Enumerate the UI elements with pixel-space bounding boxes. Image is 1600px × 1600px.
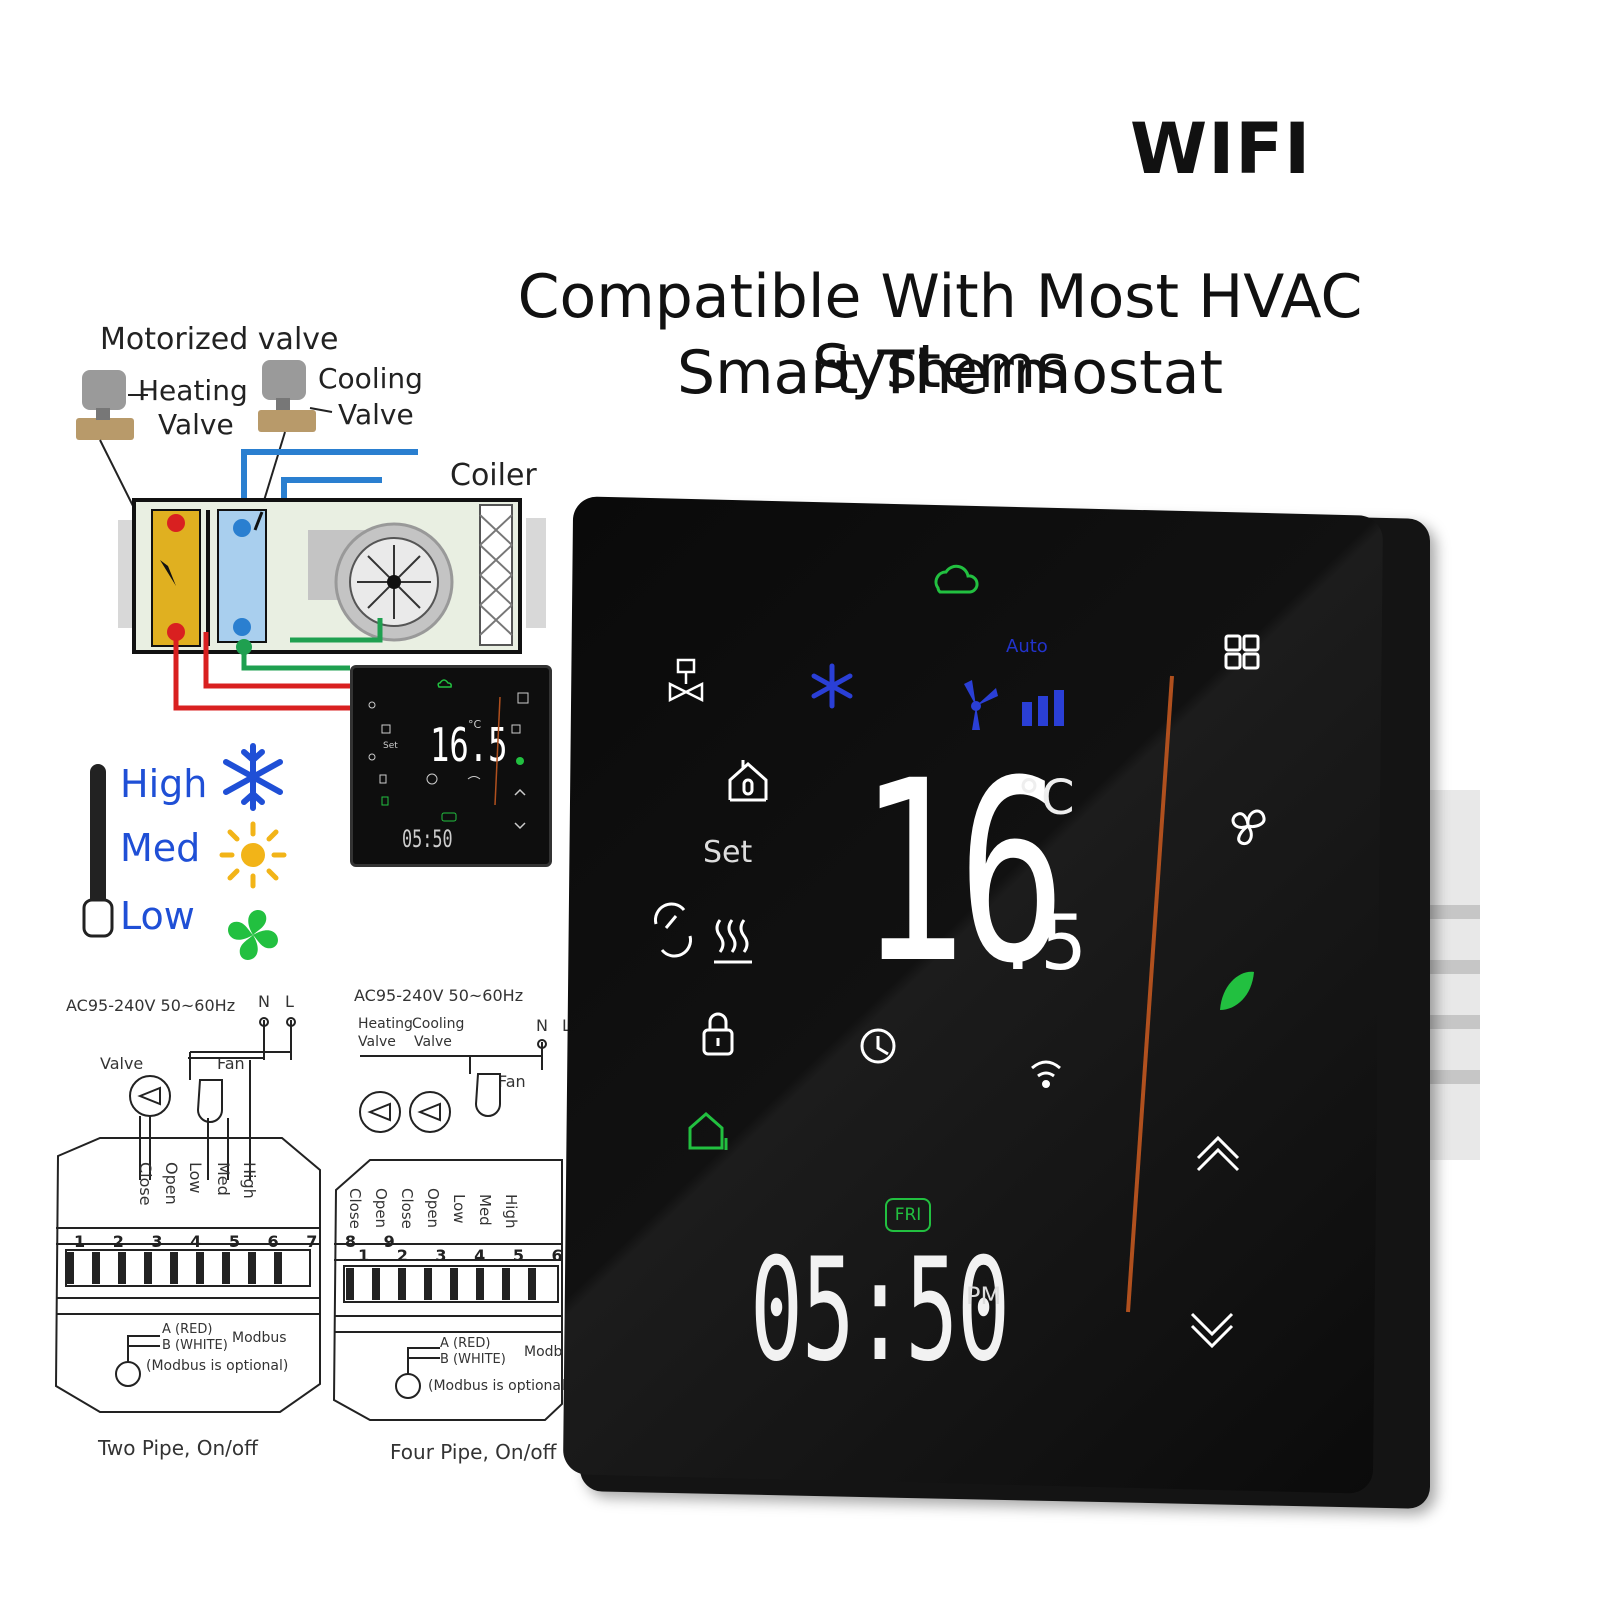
valve-icon <box>668 658 704 703</box>
heating-valve-label-1: Heating <box>138 374 248 407</box>
right-cooling-label: Cooling <box>412 1016 465 1032</box>
right-term-open-1: Open <box>372 1188 390 1229</box>
left-term-open: Open <box>162 1162 181 1205</box>
schedule-icon <box>860 1028 896 1064</box>
auto-cycle-icon <box>654 902 692 958</box>
mini-thermostat-icons <box>368 679 529 830</box>
speed-high-label: High <box>120 762 208 806</box>
temperature-unit: °C <box>1017 770 1075 826</box>
motorized-valve-label: Motorized valve <box>100 322 339 357</box>
right-power-label: AC95-240V 50~60Hz <box>354 986 524 1005</box>
right-heating-label: Heating <box>358 1016 413 1032</box>
speed-scale-icon <box>82 764 114 938</box>
right-valve-h-label: Valve <box>358 1034 396 1050</box>
room-temp-icon <box>728 760 768 802</box>
snowflake-icon <box>223 743 283 811</box>
right-optional: (Modbus is optional) <box>428 1378 571 1394</box>
right-n-label: N <box>536 1016 548 1035</box>
left-term-close: Close <box>136 1162 155 1206</box>
menu-icon <box>1224 634 1260 670</box>
day-badge: FRI <box>885 1198 931 1232</box>
heat-mode-icon <box>714 919 752 964</box>
auto-label: Auto <box>1006 636 1048 657</box>
heating-valve-icon <box>76 370 134 440</box>
right-valve-c-label: Valve <box>414 1034 452 1050</box>
right-term-high: High <box>502 1194 520 1229</box>
speed-low-label: Low <box>120 894 195 938</box>
mini-fan-icon <box>511 724 521 734</box>
home-mode-icon <box>688 1112 728 1150</box>
temp-down-icon <box>1190 1312 1234 1349</box>
right-b-white: B (WHITE) <box>440 1352 506 1367</box>
left-caption: Two Pipe, On/off <box>98 1436 258 1460</box>
right-a-red: A (RED) <box>440 1336 491 1351</box>
mini-unit: °C <box>468 718 482 731</box>
temp-up-icon <box>1196 1135 1240 1172</box>
set-label: Set <box>703 835 753 870</box>
fan-icon <box>1231 809 1266 845</box>
wifi-title: WIFI <box>1130 108 1312 190</box>
temperature-display: 16 <box>858 727 1066 1018</box>
left-term-med: Med <box>214 1162 233 1196</box>
left-l-label: L <box>285 992 294 1011</box>
eco-leaf-icon <box>1220 971 1254 1010</box>
mini-down-icon <box>514 822 526 830</box>
mini-leaf-icon <box>516 757 524 765</box>
left-modbus: Modbus <box>232 1330 287 1346</box>
speed-med-label: Med <box>120 826 201 870</box>
left-valve-label: Valve <box>100 1054 144 1073</box>
mini-day-badge <box>441 812 457 822</box>
left-b-white: B (WHITE) <box>162 1338 228 1353</box>
mini-up-icon <box>514 788 526 796</box>
cooling-valve-label-2: Valve <box>338 398 414 431</box>
left-term-high: High <box>240 1162 259 1199</box>
fan-speed-icon <box>228 910 278 960</box>
right-modbus: Modb <box>524 1344 563 1360</box>
right-term-med: Med <box>476 1194 494 1226</box>
right-caption: Four Pipe, On/off <box>390 1440 557 1464</box>
mini-cloud-icon <box>437 679 452 688</box>
right-fan-label: Fan <box>498 1072 526 1091</box>
fan-speed-bars-icon <box>1022 690 1064 726</box>
right-l-label: L <box>562 1016 571 1035</box>
mini-temp-display: 16.5 <box>430 718 508 772</box>
right-term-close-2: Close <box>398 1188 416 1229</box>
heating-valve-label-2: Valve <box>158 408 234 441</box>
cooling-valve-icon <box>258 360 316 432</box>
wifi-icon <box>1031 1060 1061 1088</box>
mini-bar <box>494 696 501 806</box>
headline-line-2: Smart Thermostat <box>676 338 1223 408</box>
headline-line-1: Compatible With Most HVAC Systems <box>517 262 1363 402</box>
left-term-low: Low <box>186 1162 205 1194</box>
left-n-label: N <box>258 992 270 1011</box>
ampm-label: PM <box>966 1282 1002 1310</box>
cool-mode-icon <box>811 663 853 709</box>
sun-icon <box>219 821 287 889</box>
left-optional: (Modbus is optional) <box>146 1358 289 1374</box>
coiler-label: Coiler <box>450 458 537 493</box>
temperature-bar <box>1126 675 1174 1313</box>
fan-mode-icon <box>964 680 998 730</box>
right-term-open-2: Open <box>424 1188 442 1229</box>
right-term-low: Low <box>450 1194 468 1224</box>
mini-clock-display: 05:50 <box>402 825 453 853</box>
left-power-label: AC95-240V 50~60Hz <box>66 996 236 1015</box>
temperature-decimal: .5 <box>995 898 1087 987</box>
mini-set-label: Set <box>383 741 398 751</box>
lock-icon <box>702 1012 734 1056</box>
left-a-red: A (RED) <box>162 1322 213 1337</box>
mini-wifi-icon <box>467 776 481 780</box>
cooling-valve-label-1: Cooling <box>318 362 423 395</box>
mini-clock-icon <box>426 773 438 785</box>
left-terminal-numbers: 1 2 3 4 5 6 7 8 9 <box>74 1232 406 1251</box>
mini-menu-icon <box>517 692 529 704</box>
right-term-close-1: Close <box>346 1188 364 1229</box>
cloud-icon <box>934 564 979 594</box>
clock-display: 05:50 <box>750 1228 1010 1393</box>
